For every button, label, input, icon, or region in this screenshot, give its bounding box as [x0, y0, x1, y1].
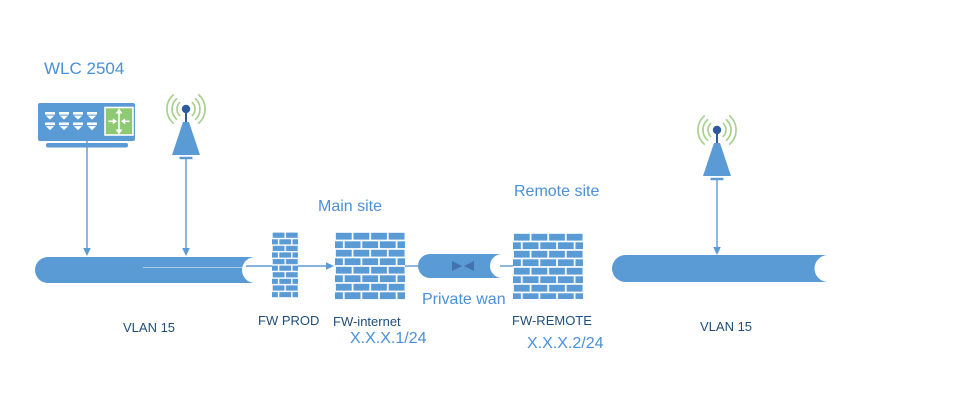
access-point-antenna-icon-right: [697, 114, 737, 181]
firewall-prod-icon: [272, 232, 298, 298]
fw-prod-label: FW PROD: [258, 313, 320, 328]
wan-arrow-right-icon: [452, 261, 462, 271]
arrow-ap-to-vlan-right: [713, 180, 721, 255]
firewall-remote-icon: [513, 233, 583, 299]
ethernet-segment-right: [612, 255, 828, 282]
private-wan-label: Private wan: [422, 291, 506, 308]
access-point-antenna-icon-left: [166, 93, 206, 160]
arrow-ap-to-vlan-left: [182, 158, 190, 256]
fw-internet-label: FW-internet: [333, 314, 401, 329]
vlan15-label-right: VLAN 15: [700, 319, 753, 334]
wlc-device-icon: [38, 103, 135, 148]
vlan15-label-left: VLAN 15: [123, 320, 176, 335]
wlc-base-stand: [46, 143, 128, 148]
ethernet-segment-left: [35, 257, 255, 283]
wan-link-shape: [418, 254, 502, 278]
fw-remote-label: FW-REMOTE: [512, 313, 592, 328]
main-site-label: Main site: [318, 198, 383, 215]
wlc-label: WLC 2504: [44, 59, 125, 78]
router-arrows-icon: [104, 106, 134, 136]
fw-internet-ip-label: X.X.X.1/24: [350, 330, 427, 347]
remote-site-label: Remote site: [514, 183, 600, 200]
wifi-signal-arcs-icon: [697, 114, 737, 146]
fw-remote-ip-label: X.X.X.2/24: [527, 335, 604, 352]
wan-arrow-left-icon: [464, 261, 474, 271]
wifi-signal-arcs-icon: [166, 93, 206, 125]
wlc-port-icons: [45, 112, 97, 131]
firewall-internet-icon: [335, 232, 405, 300]
